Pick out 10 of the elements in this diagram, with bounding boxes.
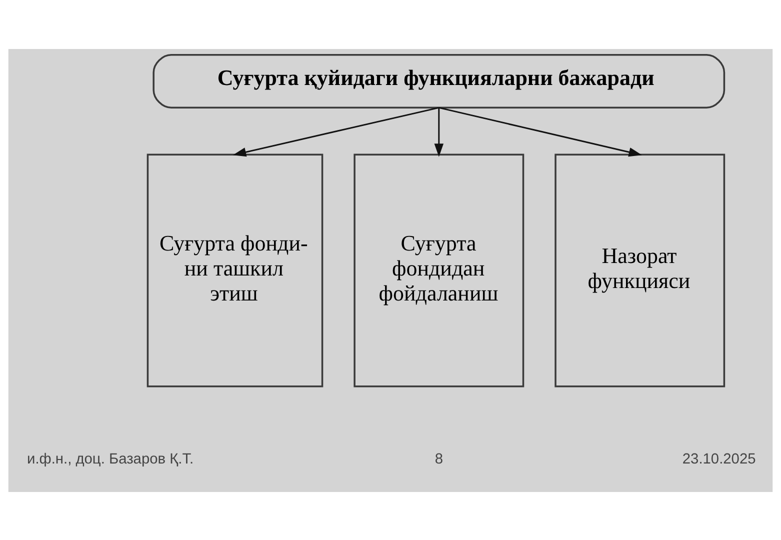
- node-box: Суғурта фондидан фойдаланиш: [354, 153, 524, 387]
- node-box: Суғурта қуйидаги функцияларни бажаради: [152, 53, 726, 108]
- node-box: Назорат функцияси: [554, 153, 726, 387]
- arrow: [232, 106, 440, 156]
- arrow: [438, 106, 642, 156]
- label: 8: [434, 450, 443, 467]
- label: 23.10.2025: [682, 450, 756, 467]
- label: и.ф.н., доц. Базаров Қ.Т.: [27, 450, 194, 467]
- node-box: Суғурта фонди- ни ташкил этиш: [146, 153, 324, 387]
- arrow: [434, 107, 444, 156]
